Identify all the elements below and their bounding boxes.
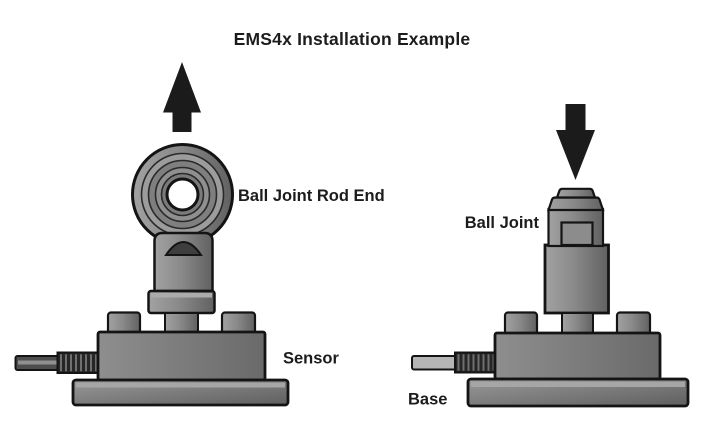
- right-stud: [615, 311, 652, 336]
- center-stud: [561, 312, 594, 335]
- ball-joint-cap: [555, 187, 597, 199]
- rod-end-shank: [153, 231, 214, 293]
- cable-stub: [411, 355, 457, 371]
- right-figure: Ball Joint Base: [408, 104, 690, 409]
- ball-joint-barrel: [543, 243, 610, 315]
- threaded-connector: [56, 351, 100, 374]
- sensor-label: Sensor: [283, 350, 340, 368]
- left-figure: Ball Joint Rod End Sensor: [14, 62, 385, 407]
- ball-seat: [164, 241, 203, 256]
- rod-end-bore: [165, 177, 200, 212]
- diagram-title: EMS4x Installation Example: [234, 29, 471, 49]
- down-arrow-icon: [556, 104, 595, 180]
- sensor-body: [96, 330, 267, 382]
- ball-joint-notch: [560, 221, 594, 247]
- sensor-body: [493, 331, 662, 381]
- base-plate-highlight: [76, 382, 285, 388]
- rod-end-label: Ball Joint Rod End: [238, 187, 385, 205]
- ball-joint-shoulder: [546, 196, 605, 212]
- base-label: Base: [408, 391, 447, 409]
- base-plate-highlight: [471, 381, 685, 387]
- cable-highlight: [18, 360, 57, 365]
- rod-end-eye: [131, 143, 234, 246]
- up-arrow-icon: [163, 62, 201, 132]
- left-stud: [503, 311, 539, 336]
- shank-nut-highlight: [151, 293, 212, 298]
- ball-joint-label: Ball Joint: [465, 214, 540, 232]
